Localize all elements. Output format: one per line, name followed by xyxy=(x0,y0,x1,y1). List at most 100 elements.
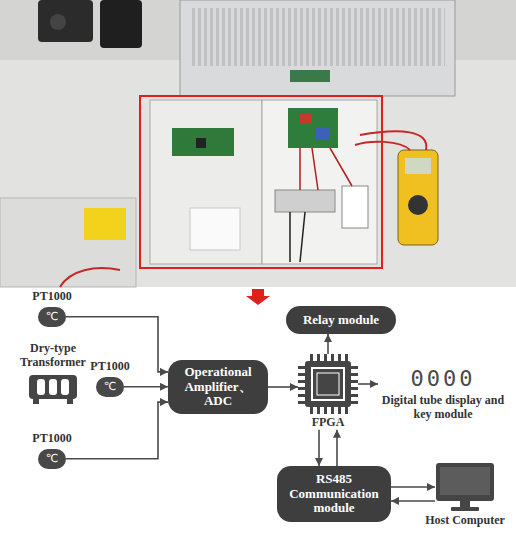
pcb-board xyxy=(172,128,234,156)
chip-pin xyxy=(350,366,358,369)
signal-arrow xyxy=(318,430,320,466)
sensor-symbol: ℃ xyxy=(46,310,58,323)
sensor-shape: ℃ xyxy=(38,307,66,327)
highlight-frame xyxy=(140,96,382,268)
chip-body xyxy=(305,361,351,407)
cabinet-wires xyxy=(300,148,352,190)
signal-arrow xyxy=(66,402,168,459)
cabinet-door xyxy=(150,100,262,264)
transformer-body xyxy=(29,375,77,399)
fpga-chip: FPGA xyxy=(298,354,358,430)
temperature-sensor: ℃ PT1000 xyxy=(80,360,140,397)
chip-icon xyxy=(298,354,358,414)
signal-arrow xyxy=(66,317,168,372)
chip-pin xyxy=(350,373,358,376)
node-caption: Dry-type Transformer xyxy=(10,342,96,370)
display-module: 0000Digital tube display and key module xyxy=(378,366,508,422)
chip-pin xyxy=(345,354,348,362)
chip-pin xyxy=(338,406,341,414)
transformer-node: Dry-type Transformer xyxy=(10,342,96,405)
transformer-coil xyxy=(61,379,69,395)
cabinet-fins xyxy=(190,8,445,66)
chip-pin xyxy=(324,354,327,362)
chip-pin xyxy=(350,394,358,397)
signal-arrow xyxy=(327,334,329,354)
transformer-cabinet xyxy=(180,0,455,96)
chip-ring xyxy=(312,368,344,400)
chip-pin xyxy=(317,354,320,362)
signal-arrow xyxy=(358,383,378,385)
monitor-shape xyxy=(435,462,495,512)
node-caption: PT1000 xyxy=(32,290,71,304)
module-label: Relay module xyxy=(303,313,379,328)
chip-pin xyxy=(331,406,334,414)
module-box: RS485 Communication module xyxy=(277,466,391,522)
module-box: Operational Amplifier、ADC xyxy=(168,360,268,414)
down-arrow xyxy=(246,289,270,305)
xfmr-shape xyxy=(27,373,79,405)
node-caption: Host Computer xyxy=(425,514,505,528)
monitor-stand xyxy=(451,507,479,511)
monitor-screen xyxy=(440,467,490,495)
chip-pin xyxy=(298,387,306,390)
warning-label xyxy=(84,208,126,240)
node-caption: PT1000 xyxy=(90,360,129,374)
node-caption: PT1000 xyxy=(32,432,71,446)
chip-pin xyxy=(298,380,306,383)
chip-pin xyxy=(298,401,306,404)
monitor-frame xyxy=(436,463,494,501)
photo-background xyxy=(0,0,516,287)
monitor-icon xyxy=(435,462,495,512)
sensor-shape: ℃ xyxy=(96,377,124,397)
signal-arrow xyxy=(391,500,435,502)
probe-leads xyxy=(355,131,426,150)
transformer-leg xyxy=(67,399,73,404)
chip-pin xyxy=(331,354,334,362)
multimeter-screen xyxy=(405,158,431,174)
display-digits: 0000 xyxy=(411,366,476,392)
relay-part xyxy=(316,128,330,140)
gray-enclosure xyxy=(0,198,136,287)
cabinet-wires xyxy=(290,212,305,262)
chip-pin xyxy=(298,366,306,369)
chip-pin xyxy=(310,406,313,414)
chip-pin xyxy=(324,406,327,414)
signal-arrow xyxy=(124,386,168,388)
temperature-sensor: ℃ PT1000 xyxy=(22,290,82,327)
transformer-leg xyxy=(33,399,39,404)
relay-part xyxy=(300,114,312,124)
power-device xyxy=(38,0,93,42)
module-label: RS485 Communication module xyxy=(283,472,385,517)
chip-pin xyxy=(338,354,341,362)
power-device xyxy=(100,0,142,48)
chip-pin xyxy=(345,406,348,414)
node-caption: FPGA xyxy=(312,416,345,430)
chip-pin xyxy=(350,387,358,390)
multimeter-dial xyxy=(408,195,428,215)
sensor-symbol: ℃ xyxy=(104,380,116,393)
transformer-coil xyxy=(37,379,45,395)
node-caption: Digital tube display and key module xyxy=(378,394,508,422)
chip-pin xyxy=(317,406,320,414)
circuit-breaker xyxy=(342,186,368,228)
pcb-component xyxy=(196,138,206,148)
sensor-symbol: ℃ xyxy=(46,452,58,465)
chip-core xyxy=(317,373,339,395)
chip-pin xyxy=(350,380,358,383)
host-computer: Host Computer xyxy=(425,462,505,528)
red-wire xyxy=(60,268,120,287)
transformer-icon xyxy=(27,373,79,405)
chip-pin xyxy=(298,373,306,376)
transformer-coil xyxy=(49,379,57,395)
device-knob xyxy=(50,14,66,30)
signal-arrow xyxy=(391,486,435,488)
chip-pin xyxy=(298,394,306,397)
chip-shape xyxy=(298,354,358,414)
sensor-shape: ℃ xyxy=(38,449,66,469)
multimeter xyxy=(398,150,438,245)
door-label xyxy=(190,208,240,250)
terminal-block xyxy=(275,190,335,212)
module-box: Relay module xyxy=(286,306,396,334)
monitor-neck xyxy=(460,501,470,507)
